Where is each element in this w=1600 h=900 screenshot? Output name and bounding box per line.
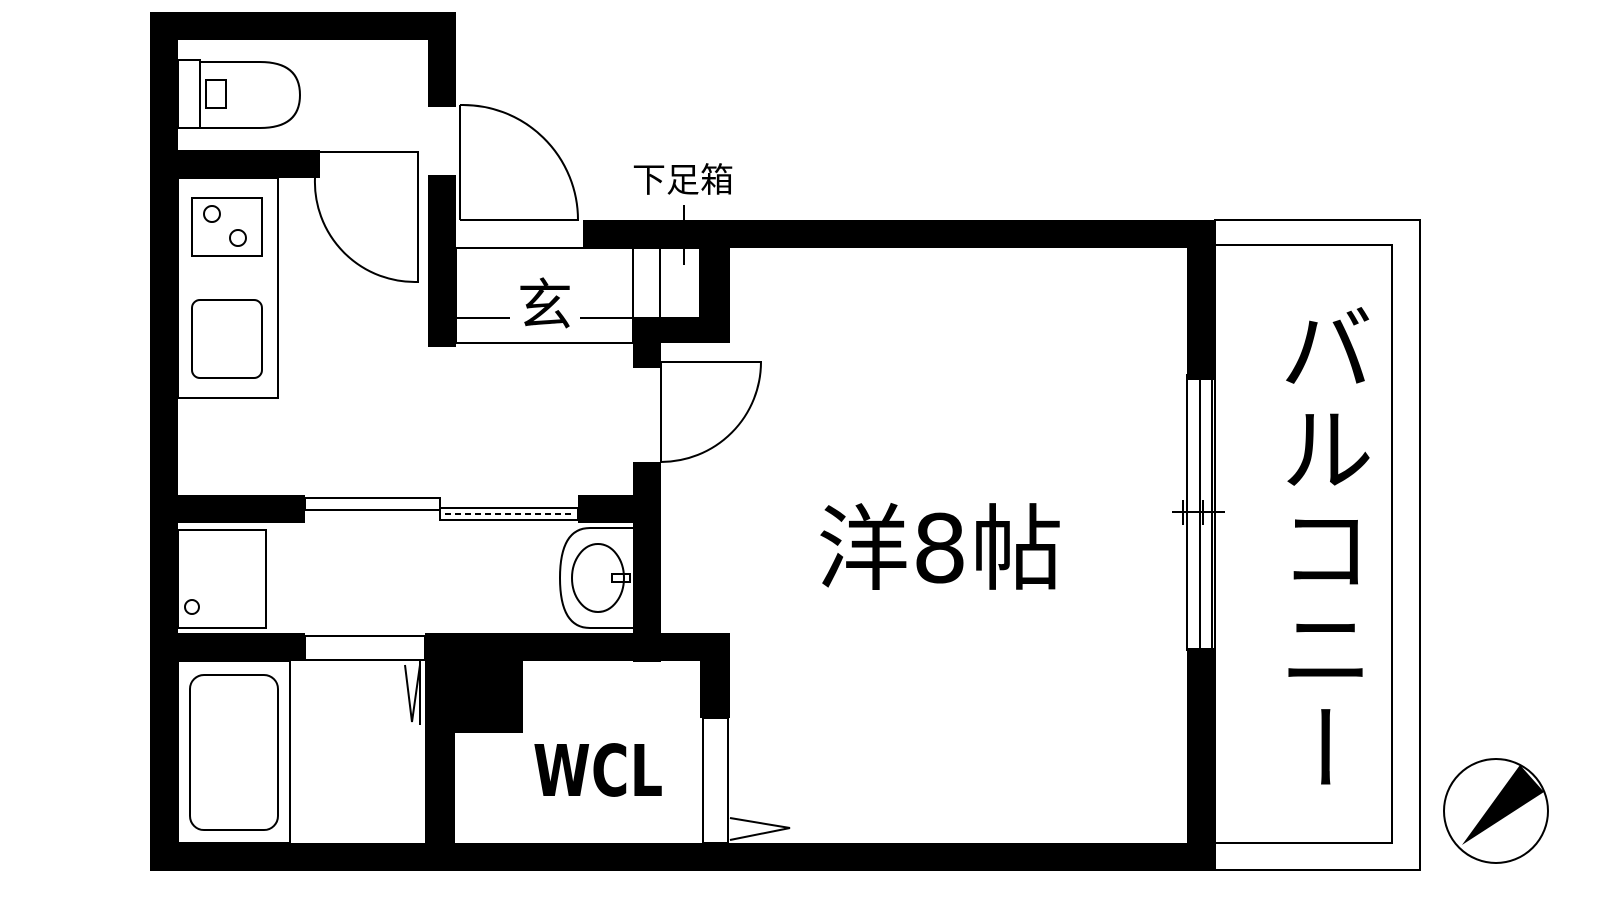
fixtures (177, 59, 1549, 871)
washing-machine-pan-icon (177, 529, 267, 629)
closet-label: WCL (533, 730, 663, 813)
sink-icon (191, 299, 263, 379)
balcony-label: バルコニー (1262, 300, 1374, 800)
stove-icon (191, 197, 263, 257)
western-room-label: 洋8帖 (816, 496, 1064, 605)
toilet-icon (177, 59, 302, 129)
labels: 洋8帖 玄 WCL 下足箱 バルコニー (517, 161, 1374, 813)
washbasin-icon (558, 527, 633, 629)
toilet-door (313, 151, 419, 284)
compass-north-arrow-icon (1443, 758, 1549, 864)
shoe-cabinet-label: 下足箱 (632, 161, 734, 201)
entrance-label: 玄 (517, 274, 573, 339)
walls (150, 12, 1215, 871)
entrance-door (459, 103, 580, 221)
room-door (660, 361, 763, 463)
bathtub-icon (177, 660, 291, 844)
